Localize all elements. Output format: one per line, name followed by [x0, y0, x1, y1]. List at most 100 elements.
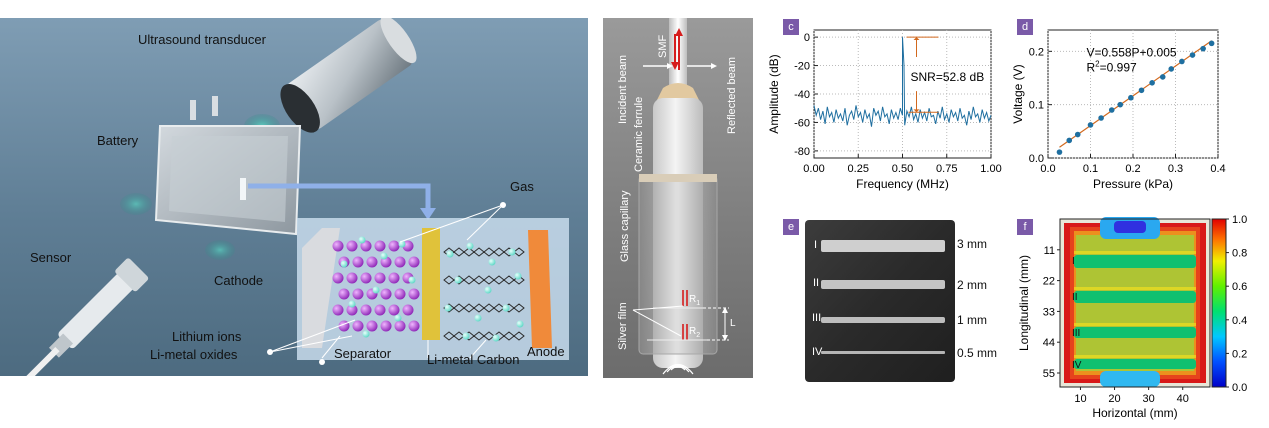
- data-point: [1117, 101, 1124, 108]
- channel-label-iv: IV: [812, 346, 823, 358]
- heatmap-row-band: [1074, 291, 1196, 303]
- panel-a-scene: [0, 18, 569, 376]
- ceramic-ferrule-label: Ceramic ferrule: [633, 96, 645, 172]
- y-tick-label: -80: [794, 146, 810, 158]
- li-metal-oxide-sphere: [402, 304, 414, 316]
- li-metal-oxide-sphere: [374, 240, 386, 252]
- li-metal-oxide-sphere: [352, 256, 364, 268]
- test-plate-photo: I II III IV: [803, 218, 957, 384]
- lithium-ion-sphere: [408, 276, 416, 284]
- lithium-ion-sphere: [362, 330, 370, 338]
- y-tick-label: 0.2: [1029, 46, 1044, 58]
- y-tick-label: 11: [1044, 245, 1055, 257]
- graphene-layer-icon: [443, 275, 525, 285]
- li-metal-oxide-sphere: [352, 320, 364, 332]
- lithium-ion-sphere: [488, 258, 496, 266]
- y-axis-label: Longitudinal (mm): [1017, 255, 1031, 351]
- heatmap-row-band: [1074, 327, 1196, 338]
- smf-label: SMF: [657, 34, 669, 58]
- li-metal-oxide-sphere: [366, 256, 378, 268]
- lithium-ion-sphere: [394, 314, 402, 322]
- li-metal-oxide-sphere: [394, 320, 406, 332]
- y-tick-label: 33: [1043, 306, 1055, 318]
- x-tick-label: 40: [1177, 393, 1189, 405]
- colorbar-tick-label: 0.4: [1232, 315, 1247, 327]
- li-metal-carbon-label: Li-metal Carbon: [427, 352, 520, 367]
- y-tick-label: 22: [1043, 276, 1055, 288]
- data-point: [1108, 107, 1115, 113]
- data-point: [1128, 94, 1134, 101]
- data-point: [1138, 87, 1145, 94]
- li-metal-oxides-label: Li-metal oxides: [150, 347, 238, 362]
- colorbar-tick-label: 0.8: [1232, 248, 1247, 260]
- li-metal-oxide-sphere: [408, 320, 420, 332]
- lithium-ion-sphere: [502, 304, 510, 312]
- lithium-ion-sphere: [454, 276, 462, 284]
- glass-capillary-icon: [638, 175, 718, 355]
- heatmap-row-label: IV: [1072, 360, 1082, 371]
- ultrasound-transducer-label: Ultrasound transducer: [138, 32, 266, 47]
- data-point: [1074, 131, 1081, 138]
- channel-label-iii: III: [812, 312, 822, 324]
- fit-line: [1059, 40, 1212, 148]
- lithium-ion-sphere: [462, 332, 470, 340]
- lithium-ion-sphere: [484, 286, 492, 294]
- x-tick-label: 0.3: [1168, 163, 1183, 175]
- glass-capillary-label: Glass capillary: [619, 190, 631, 262]
- x-tick-label: 0.25: [848, 163, 869, 175]
- sensor-probe-icon: [0, 258, 149, 376]
- li-metal-oxide-sphere: [360, 272, 372, 284]
- channel-iii: [821, 317, 945, 323]
- lithium-ion-sphere: [492, 334, 500, 342]
- data-point: [1098, 115, 1104, 121]
- heatmap-row-edge: [1074, 287, 1196, 290]
- lithium-ion-sphere: [380, 252, 388, 260]
- lithium-ion-sphere: [514, 272, 522, 280]
- lithium-ion-sphere: [444, 304, 452, 312]
- x-tick-label: 0.0: [1040, 163, 1055, 175]
- y-tick-label: 0: [804, 32, 810, 44]
- panel-label-c: c: [783, 19, 799, 35]
- data-point: [1168, 66, 1175, 72]
- x-tick-label: 0.1: [1083, 163, 1098, 175]
- li-metal-oxide-sphere: [346, 304, 358, 316]
- y-tick-label: 0.1: [1029, 100, 1044, 112]
- li-metal-oxide-sphere: [394, 288, 406, 300]
- fiber-sensor-photo: SMF Incident beam Reflected beam Ceramic…: [603, 18, 753, 378]
- x-axis-label: Pressure (kPa): [1093, 177, 1173, 191]
- channel-iv: [821, 351, 945, 354]
- li-metal-oxide-sphere: [388, 240, 400, 252]
- data-point: [1179, 58, 1185, 65]
- heatmap-row-edge: [1074, 251, 1196, 254]
- colorbar-tick-label: 0.6: [1232, 281, 1247, 293]
- panel-label-d: d: [1017, 19, 1033, 35]
- lithium-ion-sphere: [358, 236, 366, 244]
- panel-b-scene: [632, 18, 729, 375]
- li-metal-oxide-sphere: [352, 288, 364, 300]
- x-tick-label: 0.2: [1125, 163, 1140, 175]
- channel-label-i: I: [814, 239, 818, 251]
- y-tick-label: -20: [794, 61, 810, 73]
- li-metal-oxide-sphere: [338, 288, 350, 300]
- lithium-ion-sphere: [508, 248, 516, 256]
- sensor-label: Sensor: [30, 250, 72, 265]
- lithium-ion-sphere: [348, 300, 356, 308]
- x-tick-label: 0.00: [803, 163, 824, 175]
- li-metal-oxide-sphere: [380, 288, 392, 300]
- y-tick-label: -60: [794, 117, 810, 129]
- data-point: [1087, 122, 1094, 128]
- li-metal-oxide-sphere: [366, 320, 378, 332]
- li-metal-oxide-sphere: [374, 304, 386, 316]
- heatmap-row-label: III: [1072, 328, 1080, 339]
- data-point: [1149, 80, 1155, 86]
- separator-label: Separator: [334, 346, 392, 361]
- x-axis-label: Frequency (MHz): [856, 177, 949, 191]
- lithium-ions-label: Lithium ions: [172, 329, 242, 344]
- data-point: [1200, 45, 1206, 52]
- heatmap-row-band: [1074, 255, 1196, 268]
- x-axis-label: Horizontal (mm): [1092, 406, 1177, 420]
- li-metal-oxide-sphere: [332, 240, 344, 252]
- colorbar: [1211, 218, 1227, 388]
- lithium-ion-sphere: [516, 320, 524, 328]
